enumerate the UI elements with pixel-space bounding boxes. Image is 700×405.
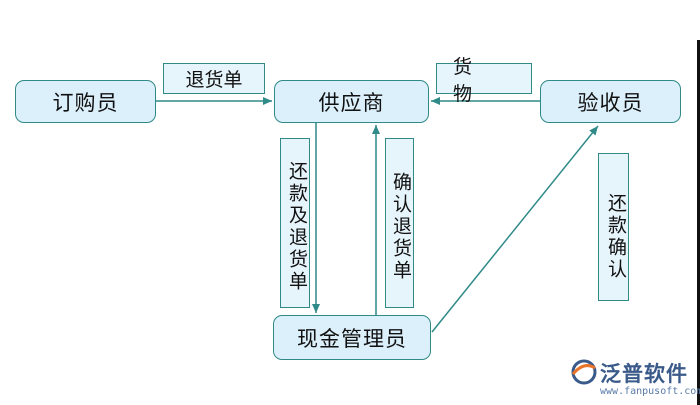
node-buyer: 订购员 (15, 80, 156, 123)
label-confirm-return: 确认退货单 (385, 138, 414, 308)
brand-mark-icon (571, 359, 597, 385)
brand-name: 泛普软件 (600, 362, 688, 386)
brand-logo: 泛普软件 www.fanpusoft.com (570, 356, 700, 402)
label-repay-and-return: 还款及退货单 (280, 138, 310, 308)
arrow-cashier-to-receiver (431, 125, 599, 333)
label-return-order: 退货单 (163, 63, 265, 94)
frame-edge (697, 40, 700, 405)
node-cashier: 现金管理员 (273, 315, 431, 360)
node-supplier: 供应商 (274, 80, 429, 123)
label-repay-confirm: 还款确认 (598, 153, 629, 301)
node-receiver: 验收员 (540, 80, 681, 123)
label-goods: 货 物 (436, 56, 532, 105)
brand-url: www.fanpusoft.com (600, 386, 700, 397)
